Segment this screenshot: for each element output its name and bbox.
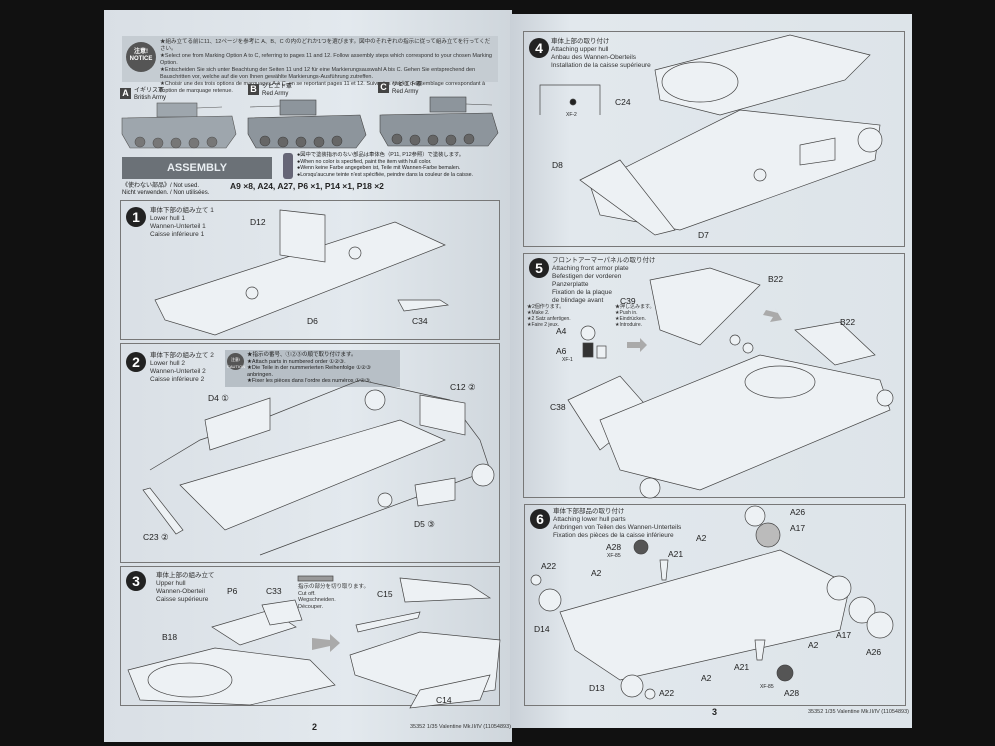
step-1-panel: [120, 200, 500, 340]
part-label: A2: [701, 673, 712, 683]
part-label: C38: [550, 402, 566, 412]
not-used-label: 《使わない部品》/ Not used.Nicht verwenden. / No…: [122, 183, 210, 196]
tank-c-illustration: [379, 96, 499, 147]
assembly-banner: ASSEMBLY: [122, 157, 272, 179]
step-3-panel: [120, 566, 500, 706]
part-label: C24: [615, 97, 631, 107]
page-number: 3: [712, 707, 718, 717]
part-label: D7: [698, 230, 709, 240]
part-label: A21: [734, 662, 750, 672]
step-4-panel: [523, 31, 905, 247]
part-label: A2: [696, 533, 707, 543]
part-label: A17: [836, 630, 852, 640]
push-in-note: ★押し込みます。★Push in.★Eindrücken.★Introduire…: [615, 304, 655, 328]
part-label: C34: [412, 316, 428, 326]
make-2-note: ★2個作ります。★Make 2.★2 Satz anfertigen.★Fair…: [527, 304, 571, 328]
step-4-number: 4: [529, 38, 549, 58]
step-5-number: 5: [529, 258, 549, 278]
step-5-panel: [523, 253, 905, 498]
notice-box: 注意! NOTICE ★組み立てる前に11、12ページを参考に A、B、C の内…: [122, 36, 498, 94]
part-label: A22: [541, 561, 557, 571]
part-label: B22: [768, 274, 784, 284]
paint-code: XF-1: [562, 357, 573, 363]
arrow-icon: [763, 308, 782, 322]
part-label: A4: [556, 326, 567, 336]
part-label: D12: [250, 217, 266, 227]
part-label: A26: [790, 507, 806, 517]
part-label: A28: [606, 542, 622, 552]
part-label: D6: [307, 316, 318, 326]
part-label: C15: [377, 589, 393, 599]
step-2-number: 2: [126, 352, 146, 372]
page-number: 2: [312, 722, 318, 732]
tank-a-illustration: [121, 102, 237, 149]
part-label: D13: [589, 683, 605, 693]
part-label: D14: [534, 624, 550, 634]
tank-b-illustration: [247, 99, 367, 149]
cut-off-note: 指示の部分を切り取ります。Cut off.Wegschneiden.Découp…: [298, 584, 369, 610]
part-label: A28: [784, 688, 800, 698]
step-6-panel: [524, 504, 906, 706]
part-label: C14: [436, 695, 452, 705]
paint-code: XF-2: [566, 112, 577, 118]
step-6-number: 6: [530, 509, 550, 529]
part-label: D5 ③: [414, 519, 435, 529]
part-label: B22: [840, 317, 856, 327]
caution-box: 注意! CAUTION ★指示の番号、①②③の順で取り付けます。★Attach …: [225, 350, 400, 387]
part-label: C33: [266, 586, 282, 596]
part-label: C12 ②: [450, 382, 476, 392]
paint-jar-icon: [283, 153, 293, 179]
arrow-icon: [312, 638, 330, 650]
part-label: A21: [668, 549, 684, 559]
arrow-icon: [627, 338, 647, 352]
step-1-number: 1: [126, 207, 146, 227]
part-label: P6: [227, 586, 238, 596]
part-label: C23 ②: [143, 532, 169, 542]
part-label: A2: [808, 640, 819, 650]
part-label: A6: [556, 346, 567, 356]
part-label: A26: [866, 647, 882, 657]
hull-color-note: ●図中で塗装指示のない部品は車体色（P11, P12参照）で塗装します。●Whe…: [297, 152, 474, 178]
part-label: B18: [162, 632, 178, 642]
step-2-panel: [120, 343, 500, 563]
notice-line: ★Select one from Marking Option A to C, …: [160, 53, 492, 66]
part-label: C39: [620, 296, 636, 306]
notice-line: ★組み立てる前に11、12ページを参考に A、B、C の内のどれか1つを選びます…: [160, 39, 491, 52]
paint-code: XF-85: [607, 553, 621, 559]
step-3-number: 3: [126, 571, 146, 591]
part-label: A2: [591, 568, 602, 578]
page-footer: 35352 1/35 Valentine Mk.II/IV (11054893): [808, 709, 910, 715]
part-label: D8: [552, 160, 563, 170]
notice-line: ★Choisir une des trois options de marqua…: [160, 81, 486, 94]
part-label: D4 ①: [208, 393, 229, 403]
paint-code: XF-85: [760, 684, 774, 690]
part-label: A17: [790, 523, 806, 533]
part-label: A22: [659, 688, 675, 698]
not-used-parts: A9 ×8, A24, A27, P6 ×1, P14 ×1, P18 ×2: [230, 181, 384, 191]
notice-badge: 注意! NOTICE: [126, 42, 156, 72]
page-footer: 35352 1/35 Valentine Mk.II/IV (11054893): [410, 724, 512, 730]
notice-line: ★Entscheiden Sie sich unter Beachtung de…: [160, 67, 476, 80]
